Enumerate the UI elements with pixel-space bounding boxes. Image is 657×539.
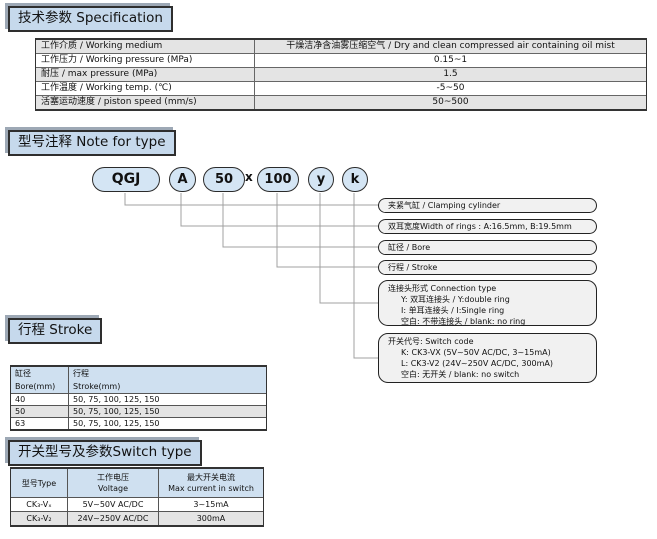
model-part-ring-width: A <box>169 167 196 192</box>
table-row: CK₃-V₂ 24V~250V AC/DC 300mA <box>11 512 263 525</box>
table-row: 工作压力 / Working pressure (MPa) 0.15~1 <box>36 54 646 68</box>
label-text: 双耳宽度Width of rings : A:16.5mm, B:19.5mm <box>388 222 572 231</box>
model-part-switch: k <box>342 167 368 192</box>
table-row: 40 50, 75, 100, 125, 150 <box>11 394 266 406</box>
column-header-stroke: 行程 Stroke(mm) <box>73 369 121 391</box>
table-row: 63 50, 75, 100, 125, 150 <box>11 418 266 429</box>
model-separator-x: x <box>245 170 253 184</box>
label-text: 缸径 / Bore <box>388 243 431 252</box>
switch-voltage: 24V~250V AC/DC <box>68 512 159 525</box>
label-text: 夹紧气缸 / Clamping cylinder <box>388 201 501 210</box>
spec-value: -5~50 <box>436 83 465 93</box>
bore-value: 40 <box>11 394 69 405</box>
table-row: 耐压 / max pressure (MPa) 1.5 <box>36 68 646 82</box>
note-label-bore: 缸径 / Bore <box>378 240 597 255</box>
switch-table: 型号Type 工作电压 Voltage 最大开关电流 Max current i… <box>10 467 264 527</box>
section-title-note-for-type: 型号注释 Note for type <box>8 130 176 156</box>
label-text: 开关代号: Switch code <box>388 337 474 346</box>
column-header-type: 型号Type <box>11 469 68 497</box>
model-part-stroke: 100 <box>257 167 299 192</box>
bore-value: 63 <box>11 418 69 429</box>
spec-value: 0.15~1 <box>433 55 468 65</box>
model-part-connection: y <box>308 167 334 192</box>
switch-current: 300mA <box>196 514 226 523</box>
label-text: Y: 双耳连接头 / Y:double ring <box>401 295 510 304</box>
section-title-stroke: 行程 Stroke <box>8 318 103 344</box>
table-row: 活塞运动速度 / piston speed (mm/s) 50~500 <box>36 96 646 109</box>
note-label-connection-type: 连接头形式 Connection type Y: 双耳连接头 / Y:doubl… <box>378 280 597 326</box>
note-label-clamping-cylinder: 夹紧气缸 / Clamping cylinder <box>378 198 597 213</box>
note-label-ring-width: 双耳宽度Width of rings : A:16.5mm, B:19.5mm <box>378 219 597 234</box>
table-row: 50 50, 75, 100, 125, 150 <box>11 406 266 418</box>
column-header-max-current: 最大开关电流 Max current in switch <box>168 473 254 493</box>
spec-value: 干燥洁净含油雾压缩空气 / Dry and clean compressed a… <box>286 41 615 51</box>
note-label-switch-code: 开关代号: Switch code K: CK3-VX (5V~50V AC/D… <box>378 333 597 383</box>
table-row: CK₃-Vₓ 5V~50V AC/DC 3~15mA <box>11 498 263 512</box>
switch-type: CK₃-Vₓ <box>11 498 68 511</box>
spec-value: 1.5 <box>443 69 458 79</box>
section-title-switch-type: 开关型号及参数Switch type <box>8 440 202 466</box>
table-header-row: 缸径 Bore(mm) 行程 Stroke(mm) <box>11 367 266 394</box>
column-header-bore: 缸径 Bore(mm) <box>11 367 69 393</box>
spec-label: 工作压力 / Working pressure (MPa) <box>36 54 255 67</box>
note-label-stroke: 行程 / Stroke <box>378 260 597 275</box>
label-text: 行程 / Stroke <box>388 263 438 272</box>
spec-value: 50~500 <box>432 97 469 107</box>
model-part-bore: 50 <box>203 167 245 192</box>
label-text: K: CK3-VX (5V~50V AC/DC, 3~15mA) <box>401 348 551 357</box>
switch-type: CK₃-V₂ <box>11 512 68 525</box>
stroke-table: 缸径 Bore(mm) 行程 Stroke(mm) 40 50, 75, 100… <box>10 365 267 431</box>
stroke-values: 50, 75, 100, 125, 150 <box>73 419 160 428</box>
label-text: L: CK3-V2 (24V~250V AC/DC, 300mA) <box>401 359 554 368</box>
column-header-voltage: 工作电压 Voltage <box>68 469 159 497</box>
model-part-series: QGJ <box>92 167 160 192</box>
spec-label: 活塞运动速度 / piston speed (mm/s) <box>36 96 255 109</box>
stroke-values: 50, 75, 100, 125, 150 <box>73 407 160 416</box>
specification-table: 工作介质 / Working medium 干燥洁净含油雾压缩空气 / Dry … <box>35 38 647 111</box>
label-text: I: 单耳连接头 / I:Single ring <box>401 306 505 315</box>
spec-label: 耐压 / max pressure (MPa) <box>36 68 255 81</box>
spec-label: 工作温度 / Working temp. (℃) <box>36 82 255 95</box>
table-row: 工作温度 / Working temp. (℃) -5~50 <box>36 82 646 96</box>
spec-label: 工作介质 / Working medium <box>36 40 255 53</box>
table-header-row: 型号Type 工作电压 Voltage 最大开关电流 Max current i… <box>11 469 263 498</box>
bore-value: 50 <box>11 406 69 417</box>
table-row: 工作介质 / Working medium 干燥洁净含油雾压缩空气 / Dry … <box>36 40 646 54</box>
stroke-values: 50, 75, 100, 125, 150 <box>73 395 160 404</box>
switch-voltage: 5V~50V AC/DC <box>68 498 159 511</box>
label-text: 空白: 无开关 / blank: no switch <box>401 370 520 379</box>
section-title-specification: 技术参数 Specification <box>8 6 173 32</box>
label-text: 空白: 不带连接头 / blank: no ring <box>401 317 526 326</box>
switch-current: 3~15mA <box>193 500 229 509</box>
label-text: 连接头形式 Connection type <box>388 284 497 293</box>
